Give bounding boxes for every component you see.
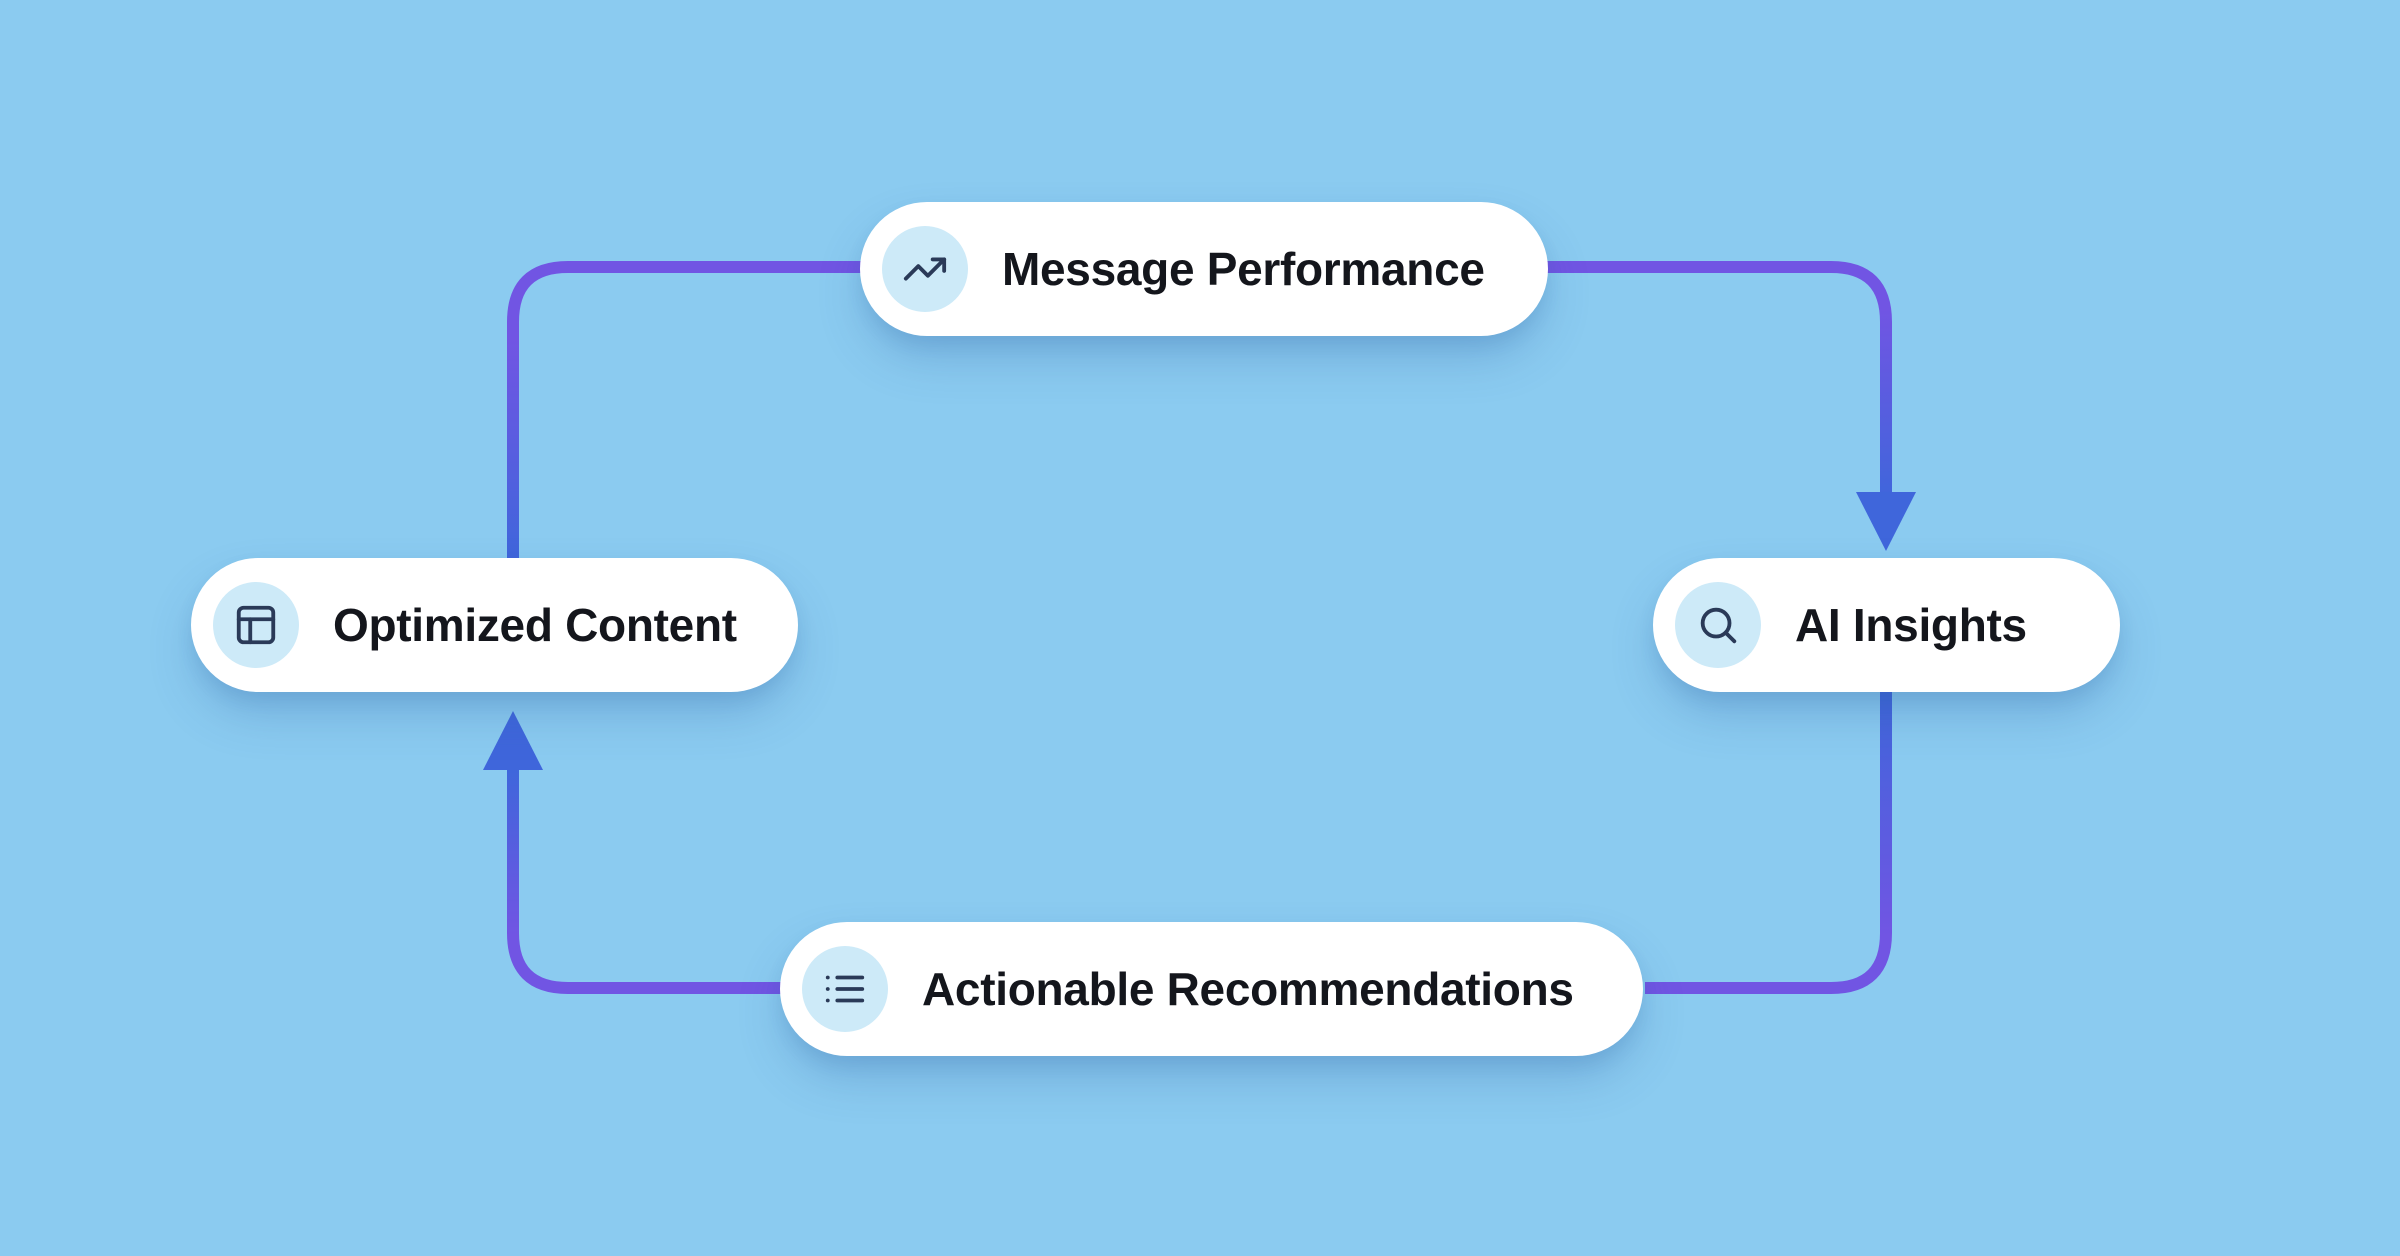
node-label: AI Insights — [1795, 599, 2027, 651]
node-message-performance: Message Performance — [860, 202, 1548, 336]
connector-ar-to-oc — [507, 768, 786, 994]
list-icon — [802, 946, 888, 1032]
search-icon — [1675, 582, 1761, 668]
node-optimized-content: Optimized Content — [191, 558, 798, 692]
node-actionable-recommendations: Actionable Recommendations — [780, 922, 1643, 1056]
node-ai-insights: AI Insights — [1653, 558, 2120, 692]
arrow-down-icon — [1856, 492, 1916, 551]
connector-mp-to-ai — [1542, 261, 1892, 496]
arrow-up-icon — [483, 711, 543, 770]
connector-ai-to-ar — [1645, 688, 1892, 994]
trending-up-icon — [882, 226, 968, 312]
layout-icon — [213, 582, 299, 668]
connector-oc-to-mp — [507, 261, 866, 560]
node-label: Message Performance — [1002, 243, 1485, 295]
node-label: Optimized Content — [333, 599, 737, 651]
node-label: Actionable Recommendations — [922, 963, 1574, 1015]
